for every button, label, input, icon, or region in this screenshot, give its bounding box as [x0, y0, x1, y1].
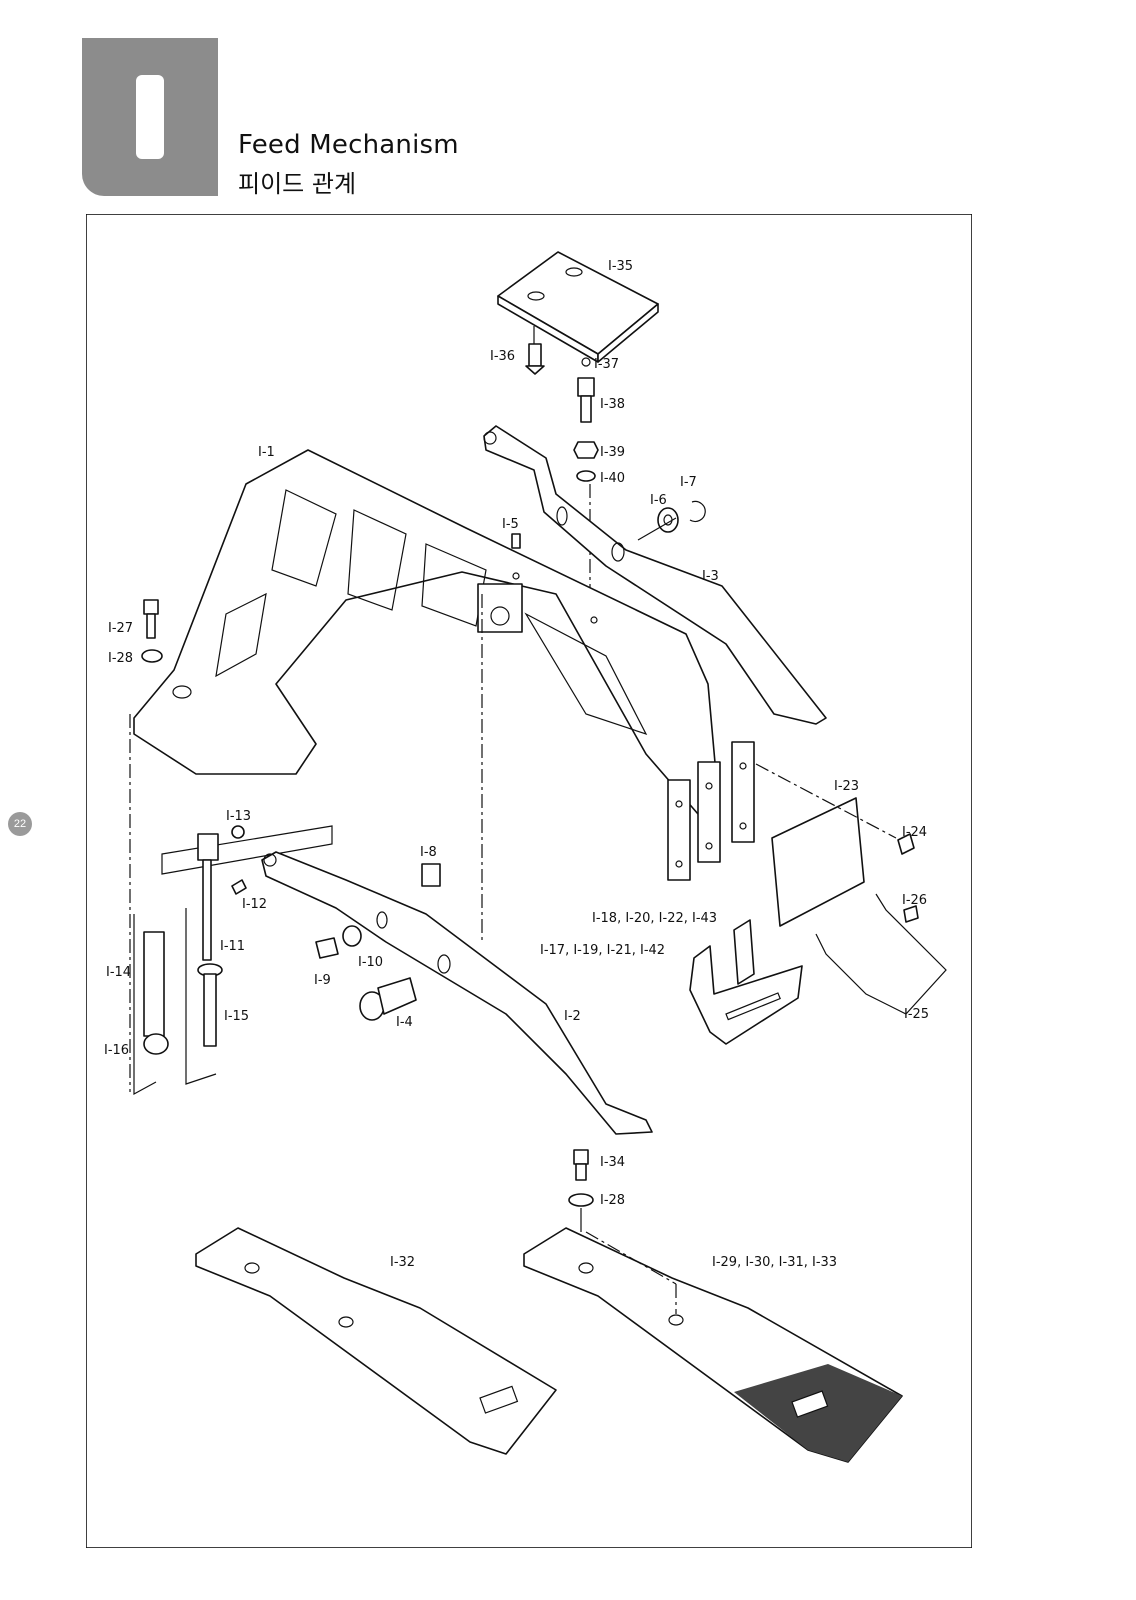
section-letter-glyph [136, 75, 164, 159]
exploded-parts-diagram: I-35 I-36 I-37 I-38 I-1 I-39 I-40 I-7 I-… [86, 214, 972, 1548]
part-washer-10 [342, 925, 362, 947]
callout-label: I-15 [224, 1009, 249, 1024]
callout-label: I-2 [564, 1009, 581, 1024]
part-wire-spring [815, 893, 947, 1015]
diagram-canvas: I-35 I-36 I-37 I-38 I-1 I-39 I-40 I-7 I-… [86, 214, 972, 1548]
callout-label: I-32 [390, 1255, 415, 1270]
part-screw-stack [525, 343, 599, 482]
part-main-frame [133, 449, 717, 815]
callout-label: I-29, I-30, I-31, I-33 [712, 1255, 837, 1270]
leader-line [637, 517, 677, 541]
axis-band [161, 825, 333, 875]
part-washer-28 [141, 649, 163, 663]
callout-label: I-36 [490, 349, 515, 364]
callout-label: I-39 [600, 445, 625, 460]
part-feed-plate-32 [195, 1227, 557, 1455]
part-screw-24 [897, 833, 915, 855]
part-screw-9 [315, 937, 339, 959]
page-title: Feed Mechanism [238, 130, 459, 160]
callout-label: I-23 [834, 779, 859, 794]
part-plate-23 [771, 797, 865, 927]
callout-label: I-37 [594, 357, 619, 372]
callout-label: I-16 [104, 1043, 129, 1058]
callout-label: I-14 [106, 965, 131, 980]
section-tab: I [82, 38, 218, 196]
callout-label: I-18, I-20, I-22, I-43 [592, 911, 717, 926]
part-upper-lever [483, 425, 827, 725]
part-bolt-head [143, 599, 159, 615]
callout-label: I-11 [220, 939, 245, 954]
part-pin-4 [359, 977, 417, 1021]
callout-label: I-17, I-19, I-21, I-42 [540, 943, 665, 958]
callout-label: I-7 [680, 475, 697, 490]
callout-label: I-40 [600, 471, 625, 486]
callout-label: I-6 [650, 493, 667, 508]
callout-label: I-13 [226, 809, 251, 824]
part-feed-plate-29 [523, 1227, 903, 1463]
callout-label: I-10 [358, 955, 383, 970]
callout-label: I-1 [258, 445, 275, 460]
part-screw-34-head [573, 1149, 589, 1165]
part-lower-lever [261, 851, 653, 1135]
part-washer-28-lower [568, 1193, 594, 1207]
page-title-korean: 피이드 관계 [238, 170, 357, 198]
part-bracket [689, 919, 803, 1045]
part-screw-26 [903, 905, 919, 923]
callout-label: I-25 [904, 1007, 929, 1022]
callout-label: I-24 [902, 825, 927, 840]
section-letter: I [82, 38, 218, 196]
part-block-8 [421, 863, 441, 887]
callout-label: I-4 [396, 1015, 413, 1030]
callout-label: I-8 [420, 845, 437, 860]
callout-label: I-35 [608, 259, 633, 274]
part-spring-assembly [133, 825, 247, 1096]
callout-label: I-26 [902, 893, 927, 908]
callout-label: I-28 [108, 651, 133, 666]
part-set-screw [511, 533, 521, 549]
callout-label: I-3 [702, 569, 719, 584]
part-washer [657, 507, 679, 533]
part-bolt-shank [146, 613, 156, 639]
callout-label: I-12 [242, 897, 267, 912]
callout-label: I-5 [502, 517, 519, 532]
callout-label: I-34 [600, 1155, 625, 1170]
part-screw-34-shank [575, 1163, 587, 1181]
part-e-ring [689, 500, 706, 523]
callout-label: I-38 [600, 397, 625, 412]
callout-label: I-9 [314, 973, 331, 988]
part-guide-blocks [667, 741, 755, 881]
assembly-axis [755, 763, 897, 839]
callout-label: I-27 [108, 621, 133, 636]
part-top-plate [497, 251, 659, 363]
callout-label: I-28 [600, 1193, 625, 1208]
page-number-badge: 22 [8, 812, 32, 836]
